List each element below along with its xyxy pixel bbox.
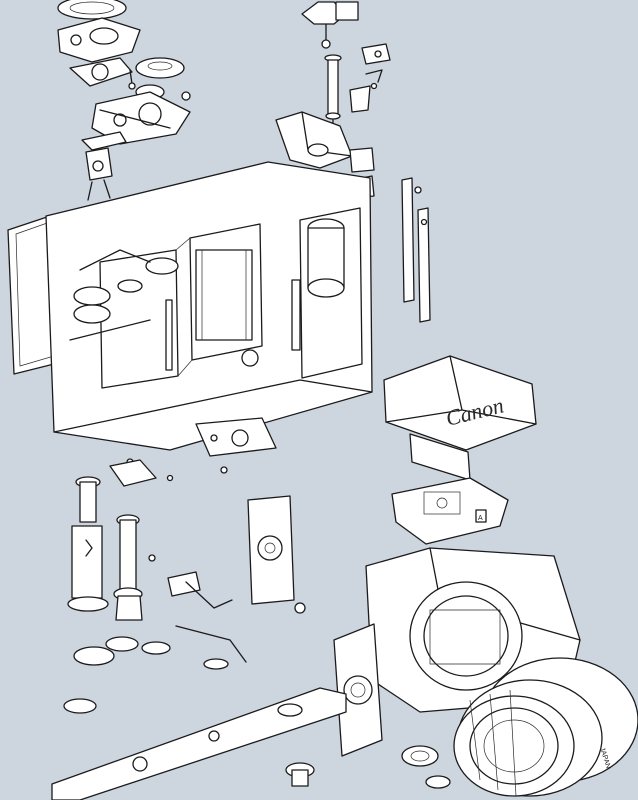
dial-base-plate (57, 17, 141, 63)
shutter-release-lever (81, 131, 127, 201)
pentaprism-finder: Canon (383, 355, 537, 481)
small-screws (126, 458, 306, 614)
rewind-cam (135, 57, 191, 101)
film-rewind-chamber (307, 218, 345, 298)
shutter-speed-dial (57, 0, 127, 20)
second-shaft (113, 514, 143, 621)
rewind-shaft (324, 54, 342, 133)
viewfinder-block: A (391, 477, 509, 545)
pressure-rollers (165, 279, 301, 371)
wind-shaft-assembly (67, 476, 109, 612)
film-gate (195, 249, 253, 341)
lever-parts (109, 459, 233, 609)
small-bracket-parts (349, 43, 391, 113)
shutter-unit (247, 495, 295, 605)
viewfinder-letter: A (478, 515, 483, 522)
rewind-knob-assembly (301, 1, 359, 49)
tripod-socket-parts (285, 745, 451, 789)
gear-cluster (63, 625, 247, 714)
side-bracket-rails (401, 177, 431, 323)
bottom-base-plate (51, 687, 347, 800)
front-panel-plate (333, 623, 383, 757)
bottom-mount-plate (195, 417, 277, 457)
top-mechanism-plate (91, 91, 191, 145)
gear-assembly-top (69, 57, 136, 90)
take-up-spool-mechanism (69, 249, 179, 341)
camera-lens: JAPAN (453, 657, 638, 797)
